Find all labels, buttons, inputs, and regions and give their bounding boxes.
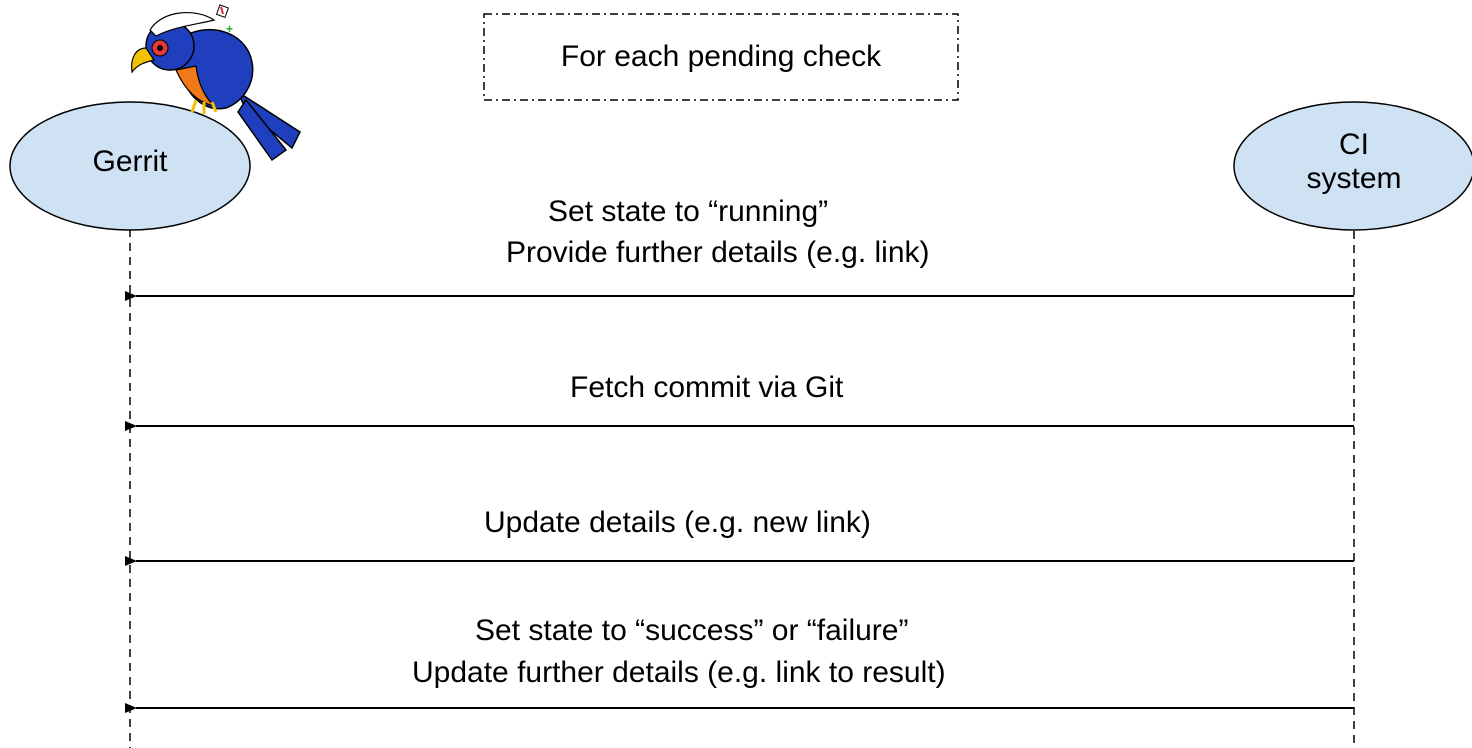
gerrit-bird-mascot-icon: + [131, 4, 301, 162]
message-4-line2: Update further details (e.g. link to res… [412, 656, 946, 689]
gerrit-actor [9, 101, 251, 231]
gerrit-actor-label: Gerrit [10, 145, 250, 179]
ci-label-line1: CI [1339, 128, 1369, 161]
message-2-line1: Fetch commit via Git [570, 371, 844, 404]
message-1-line1: Set state to “running” [548, 195, 829, 228]
loop-label-text: For each pending check [560, 40, 882, 73]
svg-text:+: + [226, 22, 233, 36]
loop-frame [483, 13, 959, 101]
ci-system-actor [1233, 101, 1472, 231]
message-3-line1: Update details (e.g. new link) [484, 506, 871, 539]
loop-label: For each pending check [484, 14, 958, 100]
ci-label-line2: system [1306, 162, 1402, 195]
message-4-line1: Set state to “success” or “failure” [475, 614, 909, 647]
message-1-line2: Provide further details (e.g. link) [506, 236, 930, 269]
gerrit-label-text: Gerrit [92, 145, 168, 178]
ci-system-actor-label: CI system [1234, 128, 1472, 196]
